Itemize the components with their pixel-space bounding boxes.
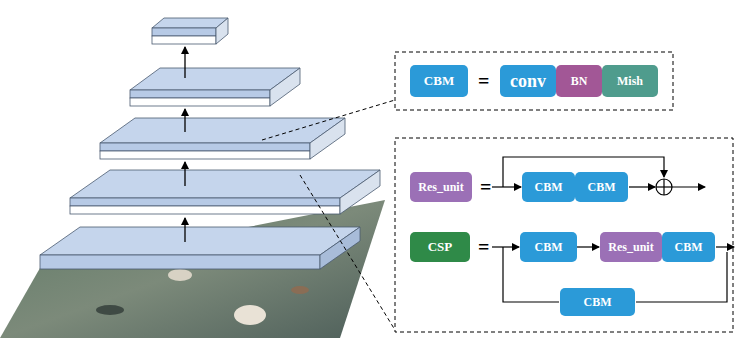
box-label: CSP bbox=[428, 239, 453, 255]
cbm-box: CBM bbox=[410, 65, 468, 97]
box-label: conv bbox=[510, 71, 546, 92]
dashed-panels bbox=[262, 52, 733, 332]
scallop bbox=[234, 305, 266, 325]
box-label: CBM bbox=[424, 73, 454, 89]
bn-box: BN bbox=[556, 65, 602, 97]
box-label: CBM bbox=[675, 240, 703, 255]
res-unit-box: Res_unit bbox=[600, 232, 662, 262]
cbm-box: CBM bbox=[575, 172, 628, 202]
cbm-box: CBM bbox=[520, 232, 577, 262]
connector-arrow bbox=[577, 246, 599, 247]
equals-sign: = bbox=[480, 177, 491, 197]
box-label: Mish bbox=[617, 74, 643, 89]
box-label: Res_unit bbox=[418, 180, 463, 195]
equals-sign: = bbox=[478, 237, 489, 257]
csp-box: CSP bbox=[410, 232, 470, 262]
scallop bbox=[168, 269, 192, 281]
box-label: CBM bbox=[535, 240, 563, 255]
seabed-image bbox=[0, 200, 385, 338]
rock bbox=[291, 286, 309, 294]
mish-box: Mish bbox=[602, 65, 658, 97]
box-label: CBM bbox=[584, 295, 612, 310]
box-label: Res_unit bbox=[608, 240, 653, 255]
box-label: BN bbox=[571, 74, 588, 89]
cbm-box: CBM bbox=[522, 172, 575, 202]
rock bbox=[96, 305, 124, 315]
res-unit-box: Res_unit bbox=[410, 172, 472, 202]
pyramid-arrows bbox=[184, 47, 185, 242]
cbm-box: CBM bbox=[662, 232, 715, 262]
equals-sign: = bbox=[478, 71, 489, 91]
cbm-box: CBM bbox=[560, 288, 635, 316]
box-label: CBM bbox=[588, 180, 616, 195]
conv-box: conv bbox=[500, 65, 556, 97]
feature-pyramid bbox=[40, 18, 380, 269]
box-label: CBM bbox=[535, 180, 563, 195]
